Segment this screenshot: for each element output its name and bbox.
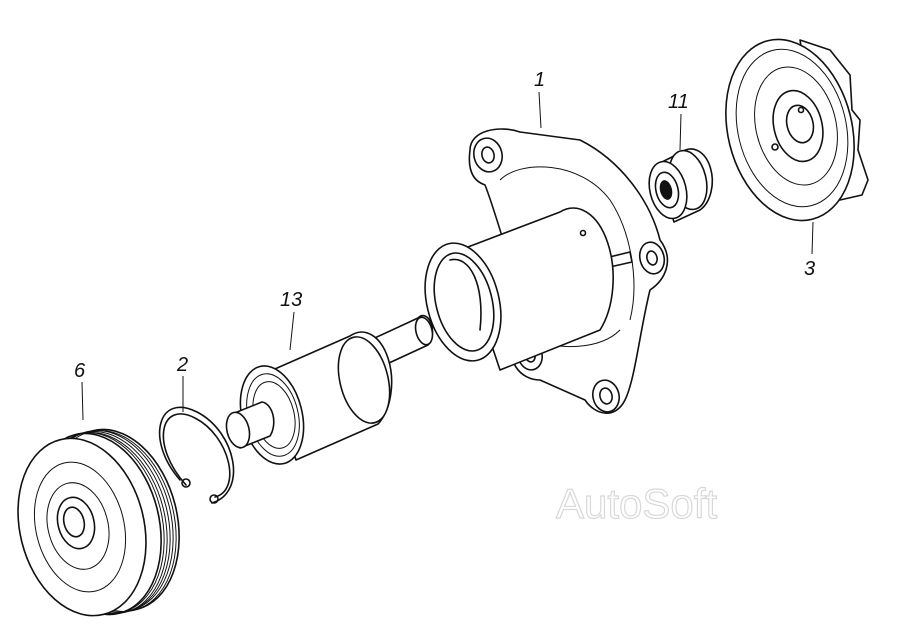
callout-seal: 11 — [668, 91, 689, 113]
leader-lines — [81, 91, 814, 421]
callout-retaining-ring: 2 — [176, 354, 188, 376]
callouts: 1 2 3 6 11 13 — [74, 69, 815, 382]
leader-13 — [289, 311, 295, 351]
retaining-ring-part — [158, 406, 235, 504]
leader-3 — [811, 221, 814, 255]
callout-impeller: 3 — [804, 258, 815, 280]
callout-shaft-bearing: 13 — [280, 289, 302, 311]
leader-11 — [679, 113, 682, 151]
seal-part — [648, 148, 714, 223]
watermark: AutoSoft — [556, 480, 717, 527]
callout-pulley: 6 — [74, 360, 86, 382]
impeller-part — [725, 38, 869, 222]
pulley-part — [17, 428, 180, 617]
leader-6 — [81, 381, 84, 421]
housing-part — [424, 128, 669, 414]
callout-housing: 1 — [534, 69, 545, 91]
shaft-bearing-part — [225, 314, 434, 465]
leader-1 — [538, 91, 542, 129]
